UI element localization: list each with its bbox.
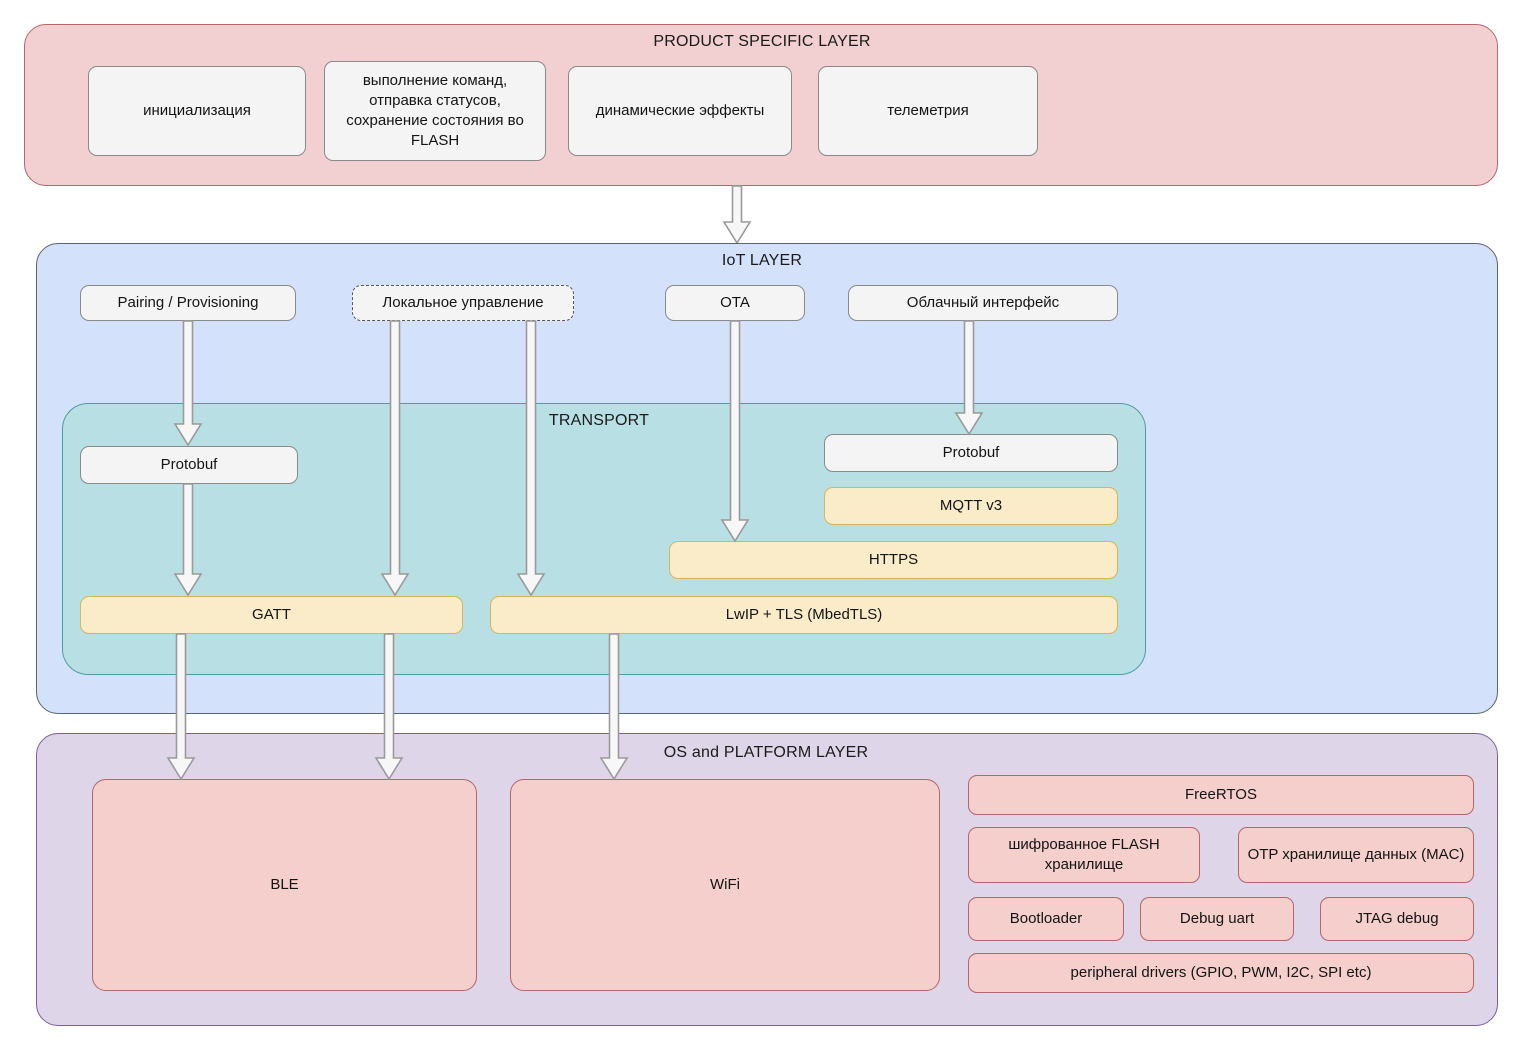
- iot-layer-title: IoT LAYER: [721, 252, 803, 269]
- os-box-freertos[interactable]: FreeRTOS: [968, 775, 1474, 815]
- os-box-bootloader[interactable]: Bootloader: [968, 897, 1124, 941]
- product-box-telemetry[interactable]: телеметрия: [818, 66, 1038, 156]
- arrow-gatt-to-ble-secondary: [374, 633, 404, 781]
- transport-box-mqtt[interactable]: MQTT v3: [824, 487, 1118, 525]
- os-box-peripheral-drivers[interactable]: peripheral drivers (GPIO, PWM, I2C, SPI …: [968, 953, 1474, 993]
- arrow-local-control-to-gatt: [380, 320, 410, 597]
- arrow-protobuf-to-gatt: [173, 483, 203, 597]
- os-box-ble[interactable]: BLE: [92, 779, 477, 991]
- product-box-commands[interactable]: выполнение команд, отправка статусов, со…: [324, 61, 546, 161]
- transport-title: TRANSPORT: [548, 412, 650, 429]
- arrow-lwip-to-wifi: [599, 633, 629, 781]
- transport-box-https[interactable]: HTTPS: [669, 541, 1118, 579]
- product-specific-layer-title: PRODUCT SPECIFIC LAYER: [653, 33, 871, 50]
- iot-box-pairing-provisioning[interactable]: Pairing / Provisioning: [80, 285, 296, 321]
- transport-box-protobuf-cloud[interactable]: Protobuf: [824, 434, 1118, 472]
- arrow-local-control-to-lwip: [516, 320, 546, 597]
- os-box-encrypted-flash[interactable]: шифрованное FLASH хранилище: [968, 827, 1200, 883]
- transport-box-protobuf-ble[interactable]: Protobuf: [80, 446, 298, 484]
- product-box-initialization[interactable]: инициализация: [88, 66, 306, 156]
- os-platform-layer-title: OS and PLATFORM LAYER: [663, 744, 869, 761]
- os-box-jtag-debug[interactable]: JTAG debug: [1320, 897, 1474, 941]
- iot-box-local-control[interactable]: Локальное управление: [352, 285, 574, 321]
- arrow-cloud-to-protobuf: [954, 320, 984, 436]
- product-box-dynamic-effects[interactable]: динамические эффекты: [568, 66, 792, 156]
- arrow-gatt-to-ble: [166, 633, 196, 781]
- transport-box-gatt[interactable]: GATT: [80, 596, 463, 634]
- iot-box-ota[interactable]: OTA: [665, 285, 805, 321]
- os-box-wifi[interactable]: WiFi: [510, 779, 940, 991]
- os-box-debug-uart[interactable]: Debug uart: [1140, 897, 1294, 941]
- arrow-ota-to-https: [720, 320, 750, 543]
- arrow-product-to-iot: [722, 185, 752, 245]
- iot-box-cloud-interface[interactable]: Облачный интерфейс: [848, 285, 1118, 321]
- transport-box-lwip-tls[interactable]: LwIP + TLS (MbedTLS): [490, 596, 1118, 634]
- os-box-otp-storage[interactable]: OTP хранилище данных (MAC): [1238, 827, 1474, 883]
- arrow-pairing-to-protobuf: [173, 320, 203, 447]
